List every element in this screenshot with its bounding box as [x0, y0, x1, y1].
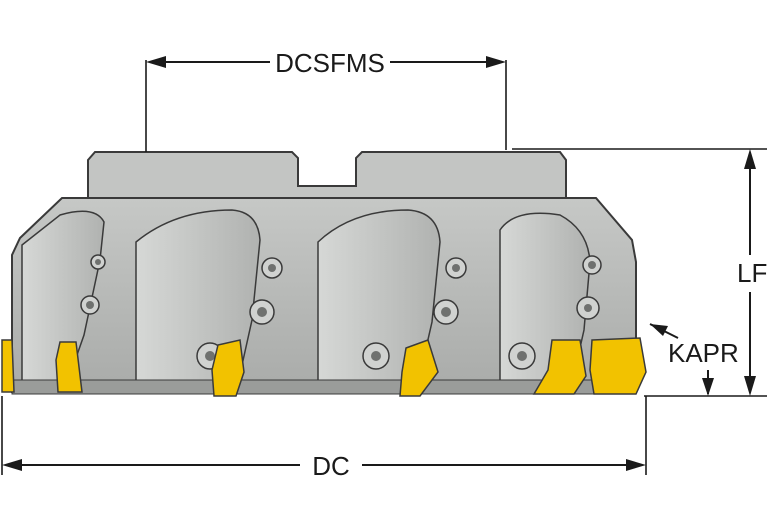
insert-icon [211, 339, 245, 397]
dimension-dcsfms: DCSFMS [145, 48, 507, 152]
dimension-kapr: KAPR [649, 323, 739, 396]
dimension-lf: LF [512, 148, 767, 397]
insert-icon [55, 341, 83, 393]
insert-icon [1, 339, 15, 393]
dcsfms-label: DCSFMS [275, 48, 385, 78]
insert-icon [532, 339, 587, 395]
insert-icon [589, 337, 647, 395]
cutting-inserts [1, 337, 647, 397]
kapr-label: KAPR [668, 338, 739, 368]
screw-heads [86, 259, 596, 361]
dc-label: DC [312, 451, 350, 481]
insert-icon [399, 339, 439, 397]
lf-label: LF [737, 258, 767, 288]
dimension-dc: DC [1, 396, 647, 481]
cutter-body [11, 151, 637, 395]
